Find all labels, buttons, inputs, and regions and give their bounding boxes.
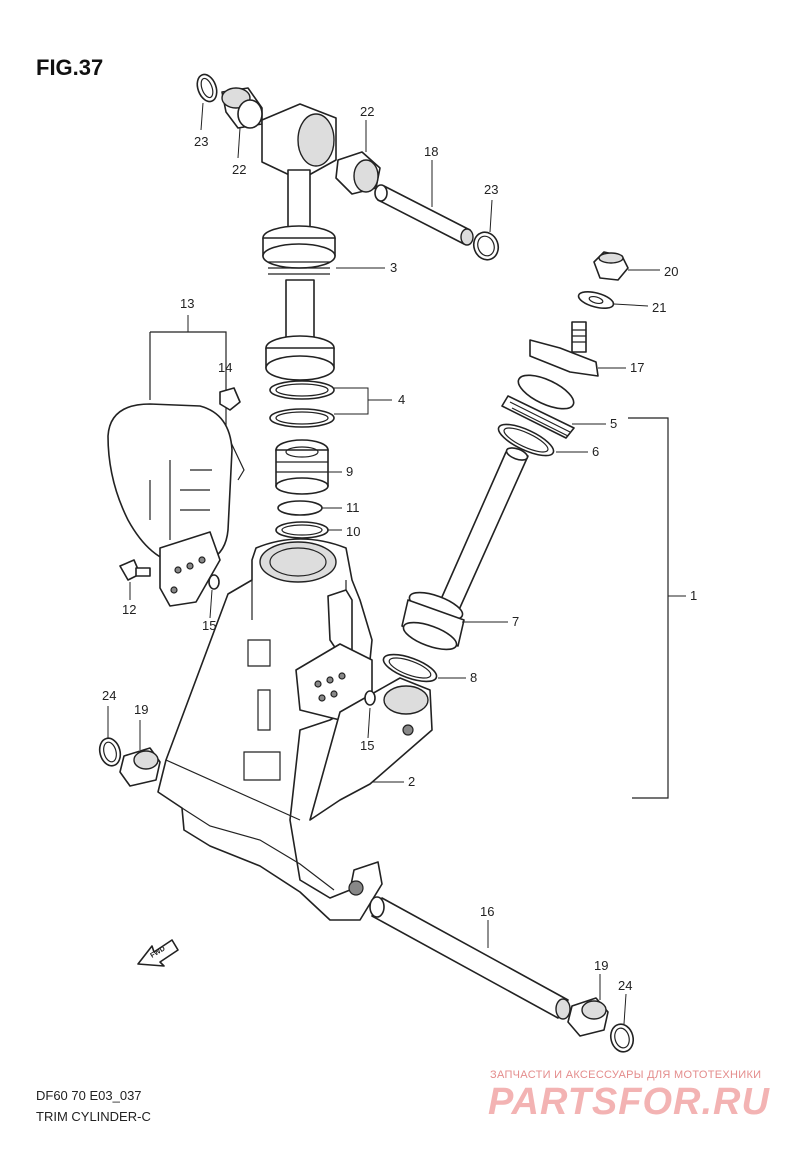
- callout-11: 11: [346, 500, 360, 515]
- callout-5: 5: [610, 416, 617, 431]
- callout-9: 9: [346, 464, 353, 479]
- callout-23-upper-left: 23: [194, 134, 208, 149]
- part-17-bracket: [529, 321, 599, 377]
- callout-7: 7: [512, 614, 519, 629]
- leader-23b: [489, 199, 493, 233]
- part-5-cap: [501, 374, 575, 439]
- part-8-o-ring: [382, 653, 438, 683]
- callout-18: 18: [424, 144, 438, 159]
- part-21-washer: [577, 290, 615, 310]
- part-7-piston: [401, 591, 465, 651]
- leader-23a: [200, 102, 204, 131]
- callout-8: 8: [470, 670, 477, 685]
- bracket-line-part-1: [628, 417, 669, 799]
- part-6-o-ring: [497, 423, 555, 457]
- part-24-circlip-right: [609, 1023, 635, 1053]
- callout-14: 14: [218, 360, 232, 375]
- part-13-cover: [107, 403, 233, 607]
- part-10-o-ring: [275, 521, 329, 539]
- part-19-bushing-right: [567, 997, 609, 1037]
- callout-24-right: 24: [618, 978, 632, 993]
- callout-24-left: 24: [102, 688, 116, 703]
- part-14-small-piece: [219, 387, 241, 411]
- callout-21: 21: [652, 300, 666, 315]
- watermark-tagline: ЗАПЧАСТИ И АКСЕССУАРЫ ДЛЯ МОТОТЕХНИКИ: [490, 1069, 761, 1081]
- part-23-circlip-right: [472, 231, 500, 261]
- leader-24b: [623, 993, 627, 1025]
- part-2-cylinder-body: [157, 538, 433, 921]
- leader-21: [613, 303, 649, 307]
- part-18-pin: [374, 184, 474, 246]
- callout-16: 16: [480, 904, 494, 919]
- watermark-brand: PARTSFOR.RU: [488, 1081, 770, 1123]
- figure-name: TRIM CYLINDER-C: [36, 1109, 151, 1124]
- callout-23-right: 23: [484, 182, 498, 197]
- leader-4: [334, 387, 392, 415]
- callout-2: 2: [408, 774, 415, 789]
- part-22-bushing-right: [335, 151, 381, 195]
- part-23-circlip-upper-left: [196, 73, 218, 103]
- callout-4: 4: [398, 392, 405, 407]
- callout-22-right: 22: [360, 104, 374, 119]
- fwd-arrow-icon: FWD: [137, 939, 179, 967]
- figure-title: FIG.37: [36, 55, 103, 80]
- part-12-bolt: [119, 559, 151, 581]
- part-19-bushing-left: [119, 747, 161, 787]
- leader-15b: [367, 707, 371, 739]
- part-4-o-rings: [269, 380, 335, 428]
- callout-19-right: 19: [594, 958, 608, 973]
- callout-19-left: 19: [134, 702, 148, 717]
- callout-12: 12: [122, 602, 136, 617]
- part-11-snap-ring: [277, 500, 323, 516]
- callout-1: 1: [690, 588, 697, 603]
- callout-13: 13: [180, 296, 194, 311]
- part-20-nut: [593, 251, 629, 281]
- part-24-circlip-left: [98, 737, 122, 767]
- callout-20: 20: [664, 264, 678, 279]
- tilt-rod: [437, 447, 529, 613]
- callout-10: 10: [346, 524, 360, 539]
- leader-22a: [237, 127, 241, 159]
- part-15-o-ring-left: [208, 574, 220, 590]
- figure-code: DF60 70 E03_037: [36, 1088, 142, 1103]
- part-16-pin: [369, 896, 571, 1020]
- callout-17: 17: [630, 360, 644, 375]
- leader-15a: [209, 589, 213, 619]
- part-3-trim-rod: [261, 103, 337, 381]
- callout-6: 6: [592, 444, 599, 459]
- part-22-bushing-upper-left: [221, 87, 263, 129]
- part-15-o-ring-center: [364, 690, 376, 706]
- callout-15-center: 15: [360, 738, 374, 753]
- callout-labels: 23 22 22 18 23 3 20 21 13 14 4 17 5 6 9 …: [102, 104, 697, 993]
- callout-3: 3: [390, 260, 397, 275]
- callout-15-left: 15: [202, 618, 216, 633]
- part-9-piston: [275, 439, 329, 495]
- callout-22-upper-left: 22: [232, 162, 246, 177]
